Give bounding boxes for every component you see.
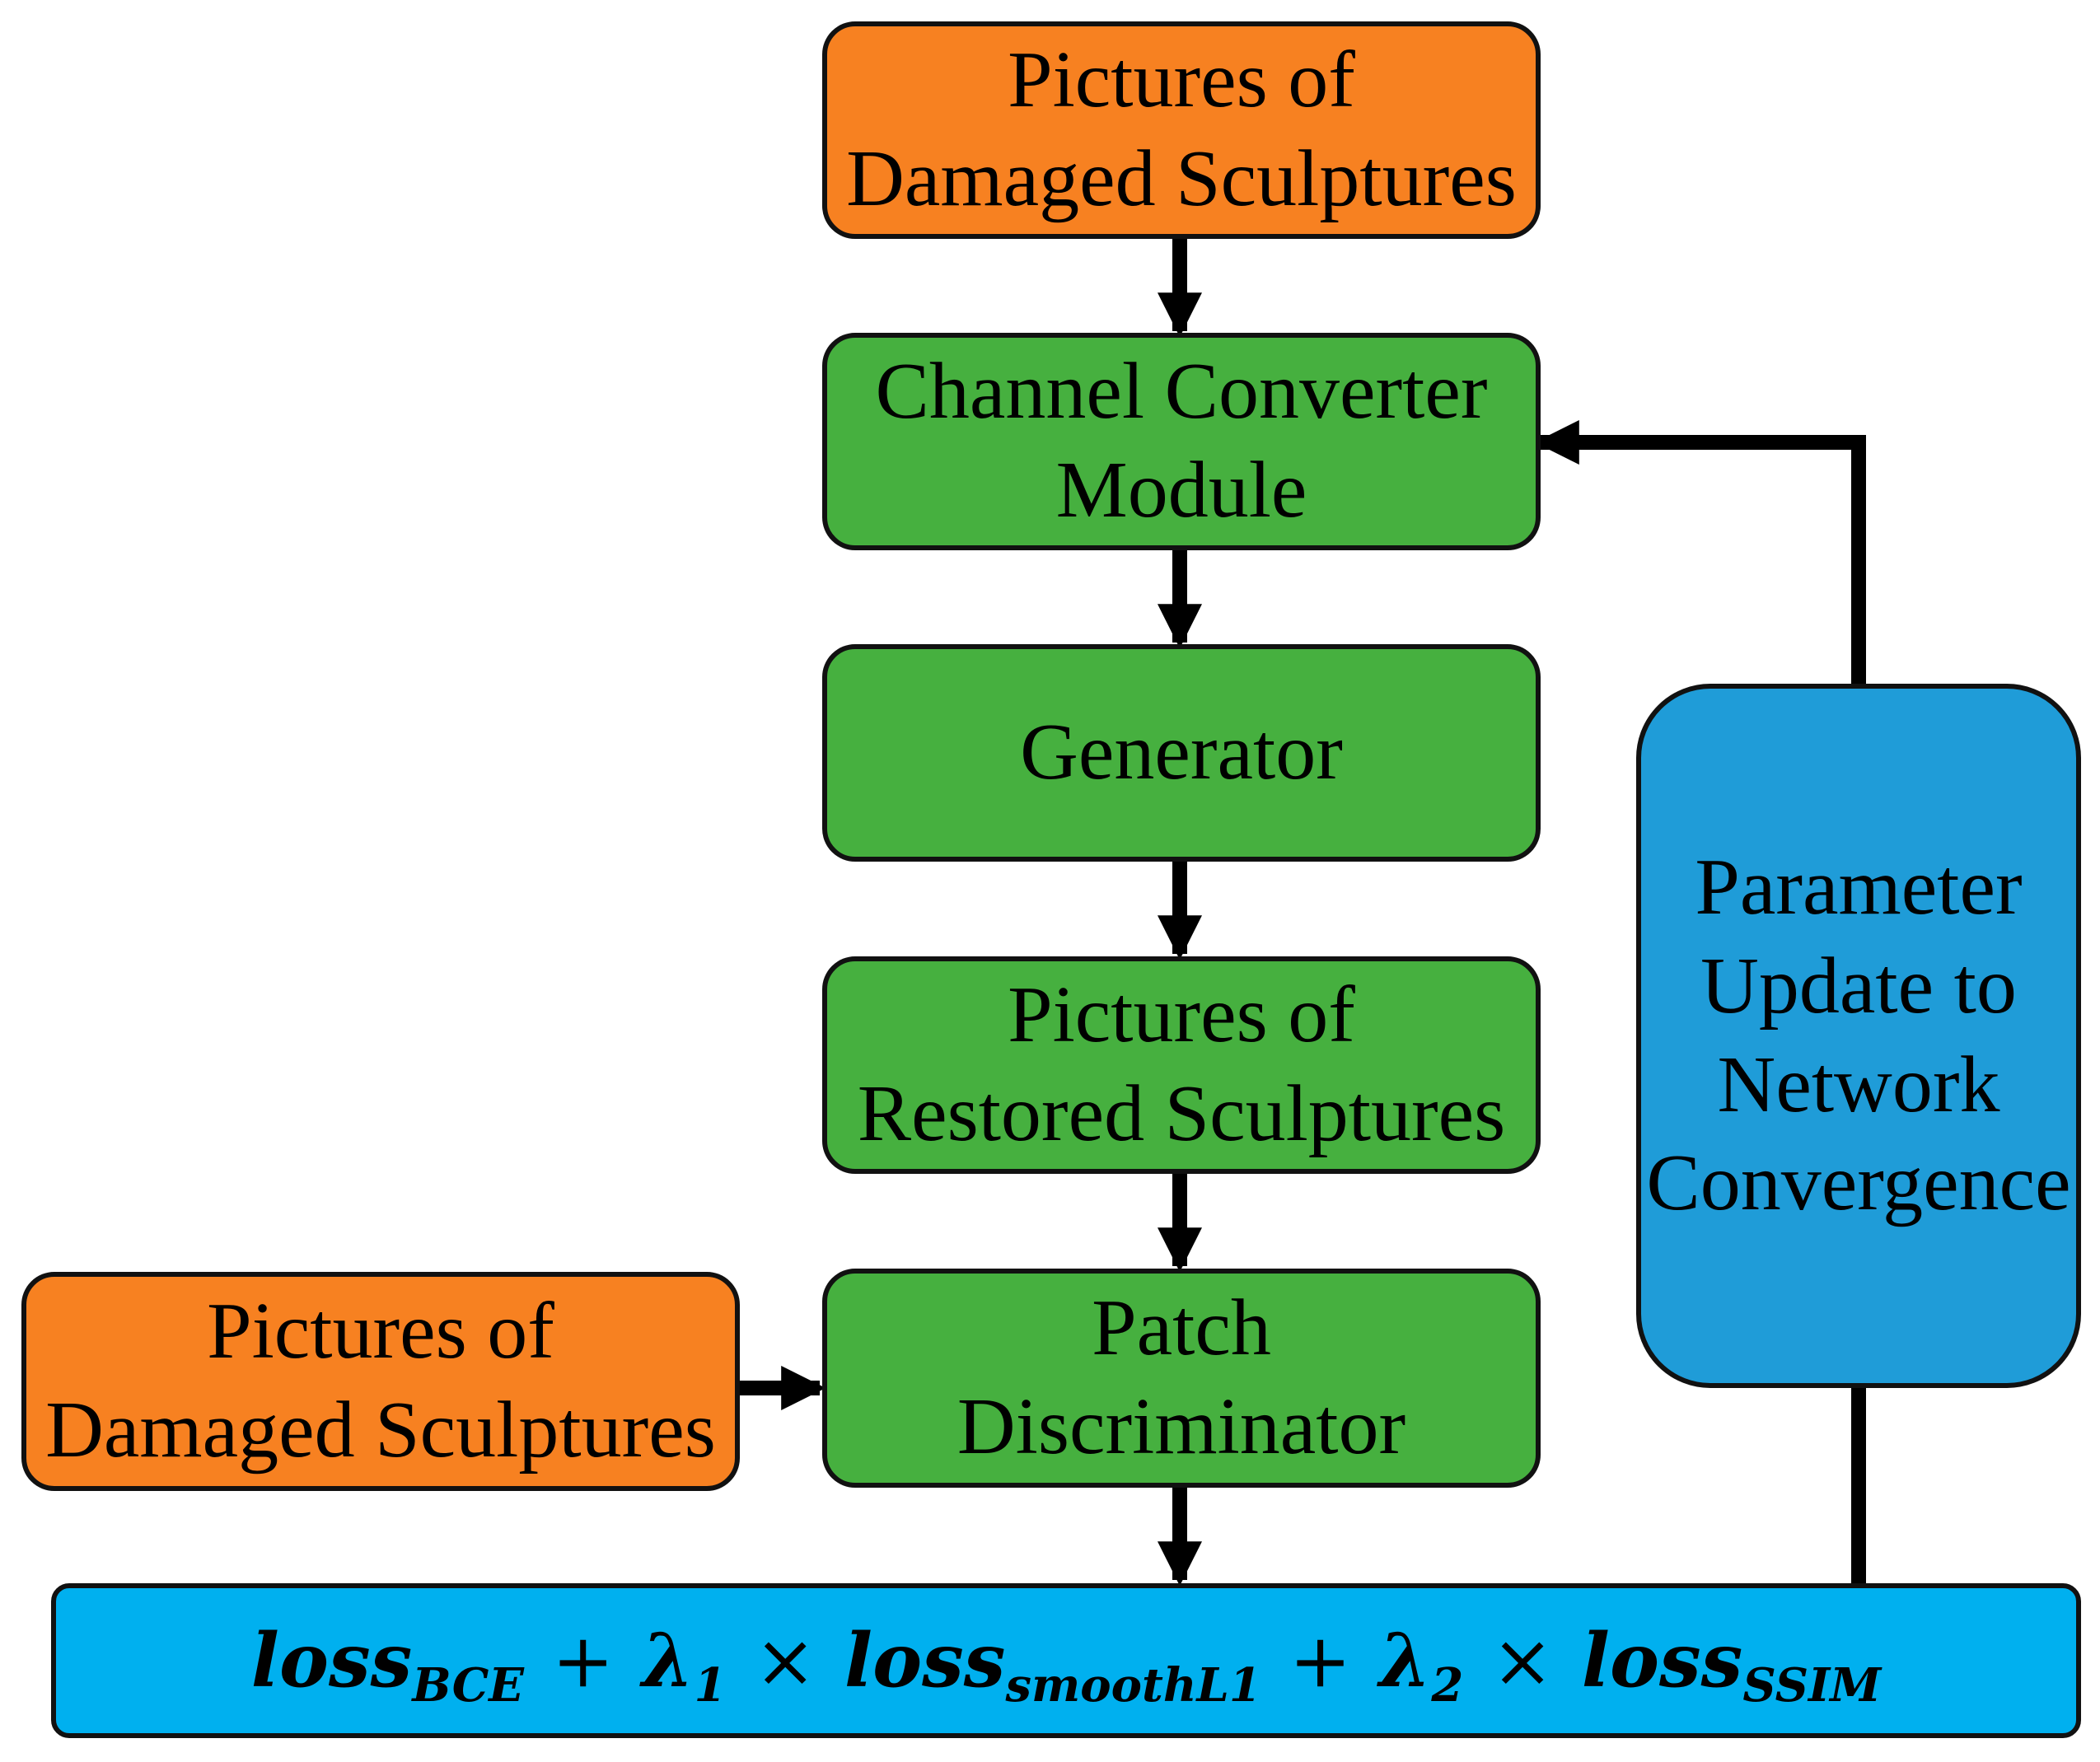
restored-line-2: Restored Sculptures: [857, 1069, 1506, 1158]
damaged-sculptures-input-box: Pictures of Damaged Sculptures: [822, 21, 1541, 239]
discriminator-line-1: Patch: [1092, 1283, 1271, 1373]
generator-label: Generator: [1020, 708, 1343, 797]
damaged-left-line-2: Damaged Sculptures: [45, 1386, 716, 1475]
param-update-line-2: Update to: [1700, 941, 2017, 1031]
param-update-line-3: Network: [1717, 1040, 2000, 1129]
loss-ssim-term: lossSSIM: [1581, 1616, 1882, 1713]
plus-operator: +: [1289, 1617, 1352, 1704]
lambda-2-term: λ2: [1379, 1616, 1464, 1713]
parameter-update-box: Parameter Update to Network Convergence: [1636, 684, 2081, 1388]
channel-converter-line-2: Module: [1055, 446, 1307, 535]
discriminator-line-2: Discriminator: [956, 1382, 1406, 1471]
damaged-sculptures-reference-box: Pictures of Damaged Sculptures: [21, 1272, 740, 1491]
generator-box: Generator: [822, 644, 1541, 862]
patch-discriminator-box: Patch Discriminator: [822, 1269, 1541, 1488]
loss-smoothl1-term: losssmoothL1: [844, 1616, 1261, 1713]
channel-converter-box: Channel Converter Module: [822, 333, 1541, 550]
channel-converter-line-1: Channel Converter: [875, 347, 1488, 437]
loss-formula: lossBCE + λ1 × losssmoothL1 + λ2 × lossS…: [250, 1616, 1882, 1713]
damaged-top-line-2: Damaged Sculptures: [846, 134, 1517, 223]
times-operator: ×: [1491, 1617, 1554, 1704]
loss-function-box: lossBCE + λ1 × losssmoothL1 + λ2 × lossS…: [51, 1583, 2081, 1738]
arrow-param-update-to-channel-converter: [1534, 420, 1866, 684]
param-update-line-4: Convergence: [1646, 1138, 2071, 1228]
damaged-top-line-1: Pictures of: [1008, 35, 1355, 125]
damaged-left-line-1: Pictures of: [207, 1287, 554, 1376]
restored-line-1: Pictures of: [1008, 970, 1355, 1060]
param-update-line-1: Parameter: [1695, 843, 2023, 932]
restored-sculptures-box: Pictures of Restored Sculptures: [822, 956, 1541, 1174]
plus-operator: +: [551, 1617, 615, 1704]
times-operator: ×: [754, 1617, 816, 1704]
loss-bce-term: lossBCE: [250, 1616, 524, 1713]
lambda-1-term: λ1: [642, 1616, 727, 1713]
